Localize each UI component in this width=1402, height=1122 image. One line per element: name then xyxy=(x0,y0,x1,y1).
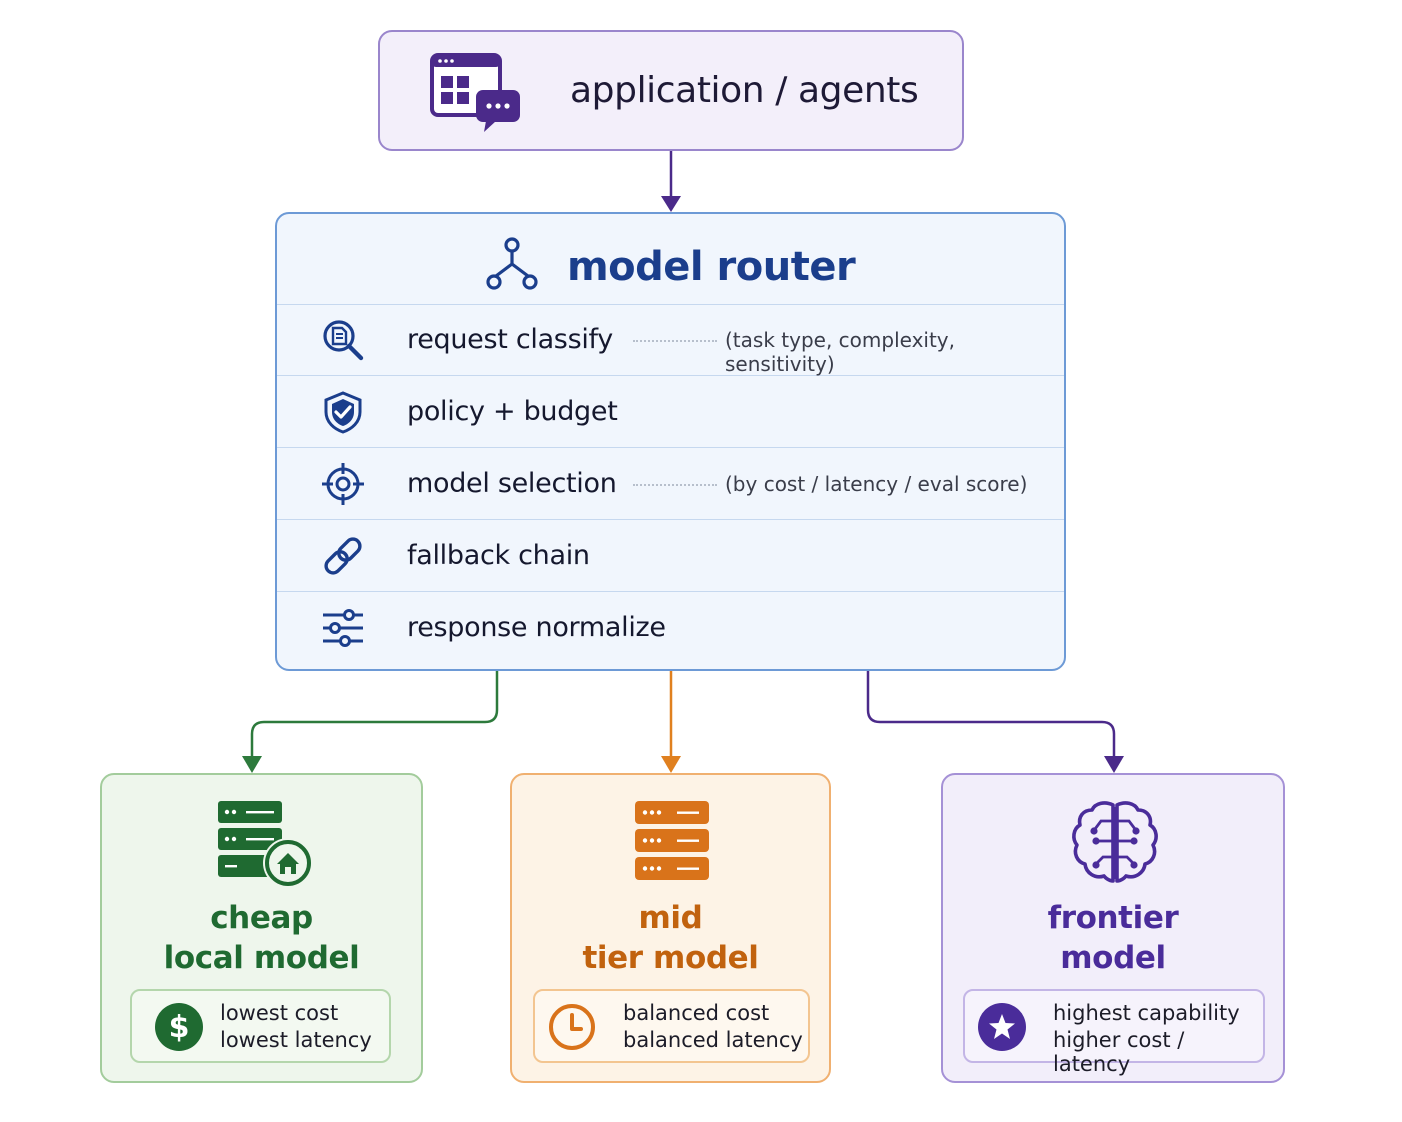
step-note: (task type, complexity, sensitivity) xyxy=(725,328,955,376)
tier-cheap-local-model: cheap local model $ lowest cost lowest l… xyxy=(100,773,423,1083)
tier-capability-text: highest capability xyxy=(1053,1001,1240,1025)
tier-latency-text: balanced latency xyxy=(623,1028,803,1052)
application-title: application / agents xyxy=(570,70,919,111)
tier-mid-tier-model: mid tier model balanced cost balanced la… xyxy=(510,773,831,1083)
step-response-normalize: response normalize xyxy=(277,592,1064,663)
tier-cost-text: balanced cost xyxy=(623,1001,770,1025)
arrow-router-to-cheap xyxy=(242,671,499,773)
crosshair-target-icon xyxy=(322,463,364,505)
tier-title-line1: mid xyxy=(638,900,703,936)
svg-text:$: $ xyxy=(169,1010,190,1045)
sliders-icon xyxy=(323,609,363,647)
tier-latency-text: lowest latency xyxy=(220,1028,372,1052)
tier-title-line1: frontier xyxy=(1047,900,1179,936)
arrow-router-to-mid xyxy=(661,671,681,773)
tier-title-line1: cheap xyxy=(210,900,313,936)
step-label: model selection xyxy=(407,468,617,499)
model-router-title: model router xyxy=(567,244,856,290)
clock-icon xyxy=(549,1004,595,1050)
brain-circuit-icon xyxy=(1072,801,1158,883)
star-icon xyxy=(978,1003,1026,1051)
document-search-icon xyxy=(323,320,364,361)
model-router-header: model router xyxy=(277,214,1064,305)
step-label: fallback chain xyxy=(407,540,590,571)
leader-dots xyxy=(633,340,717,342)
tier-badge: $ lowest cost lowest latency xyxy=(130,989,391,1063)
tier-cost-text: lowest cost xyxy=(220,1001,339,1025)
dollar-icon: $ xyxy=(155,1003,203,1051)
step-policy-budget: policy + budget xyxy=(277,376,1064,448)
server-home-icon xyxy=(218,801,313,888)
step-model-selection: model selection (by cost / latency / eva… xyxy=(277,448,1064,520)
step-label: request classify xyxy=(407,324,613,355)
leader-dots xyxy=(633,484,717,486)
step-fallback-chain: fallback chain xyxy=(277,520,1064,592)
chain-link-icon xyxy=(324,537,362,575)
model-router-box: model router request classify (task type… xyxy=(275,212,1066,671)
step-label: response normalize xyxy=(407,612,666,643)
tier-badge: highest capability higher cost / latency xyxy=(963,989,1265,1076)
step-note: (by cost / latency / eval score) xyxy=(725,472,1028,496)
app-window-chat-icon xyxy=(430,53,520,132)
arrow-router-to-frontier xyxy=(866,671,1124,773)
application-agents-box: application / agents xyxy=(378,30,964,151)
tier-title-line2: model xyxy=(1060,940,1166,976)
server-stack-icon xyxy=(635,801,709,880)
tier-title-line2: local model xyxy=(163,940,360,976)
arrow-app-to-router xyxy=(661,151,681,212)
step-label: policy + budget xyxy=(407,396,618,427)
step-request-classify: request classify (task type, complexity,… xyxy=(277,304,1064,376)
tier-badge: balanced cost balanced latency xyxy=(533,989,810,1063)
shield-check-icon xyxy=(324,391,362,434)
tier-frontier-model: frontier model highest capability higher… xyxy=(941,773,1285,1083)
router-tree-icon xyxy=(486,237,538,290)
tier-cost-latency-text: higher cost / latency xyxy=(1053,1028,1185,1076)
tier-title-line2: tier model xyxy=(582,940,759,976)
